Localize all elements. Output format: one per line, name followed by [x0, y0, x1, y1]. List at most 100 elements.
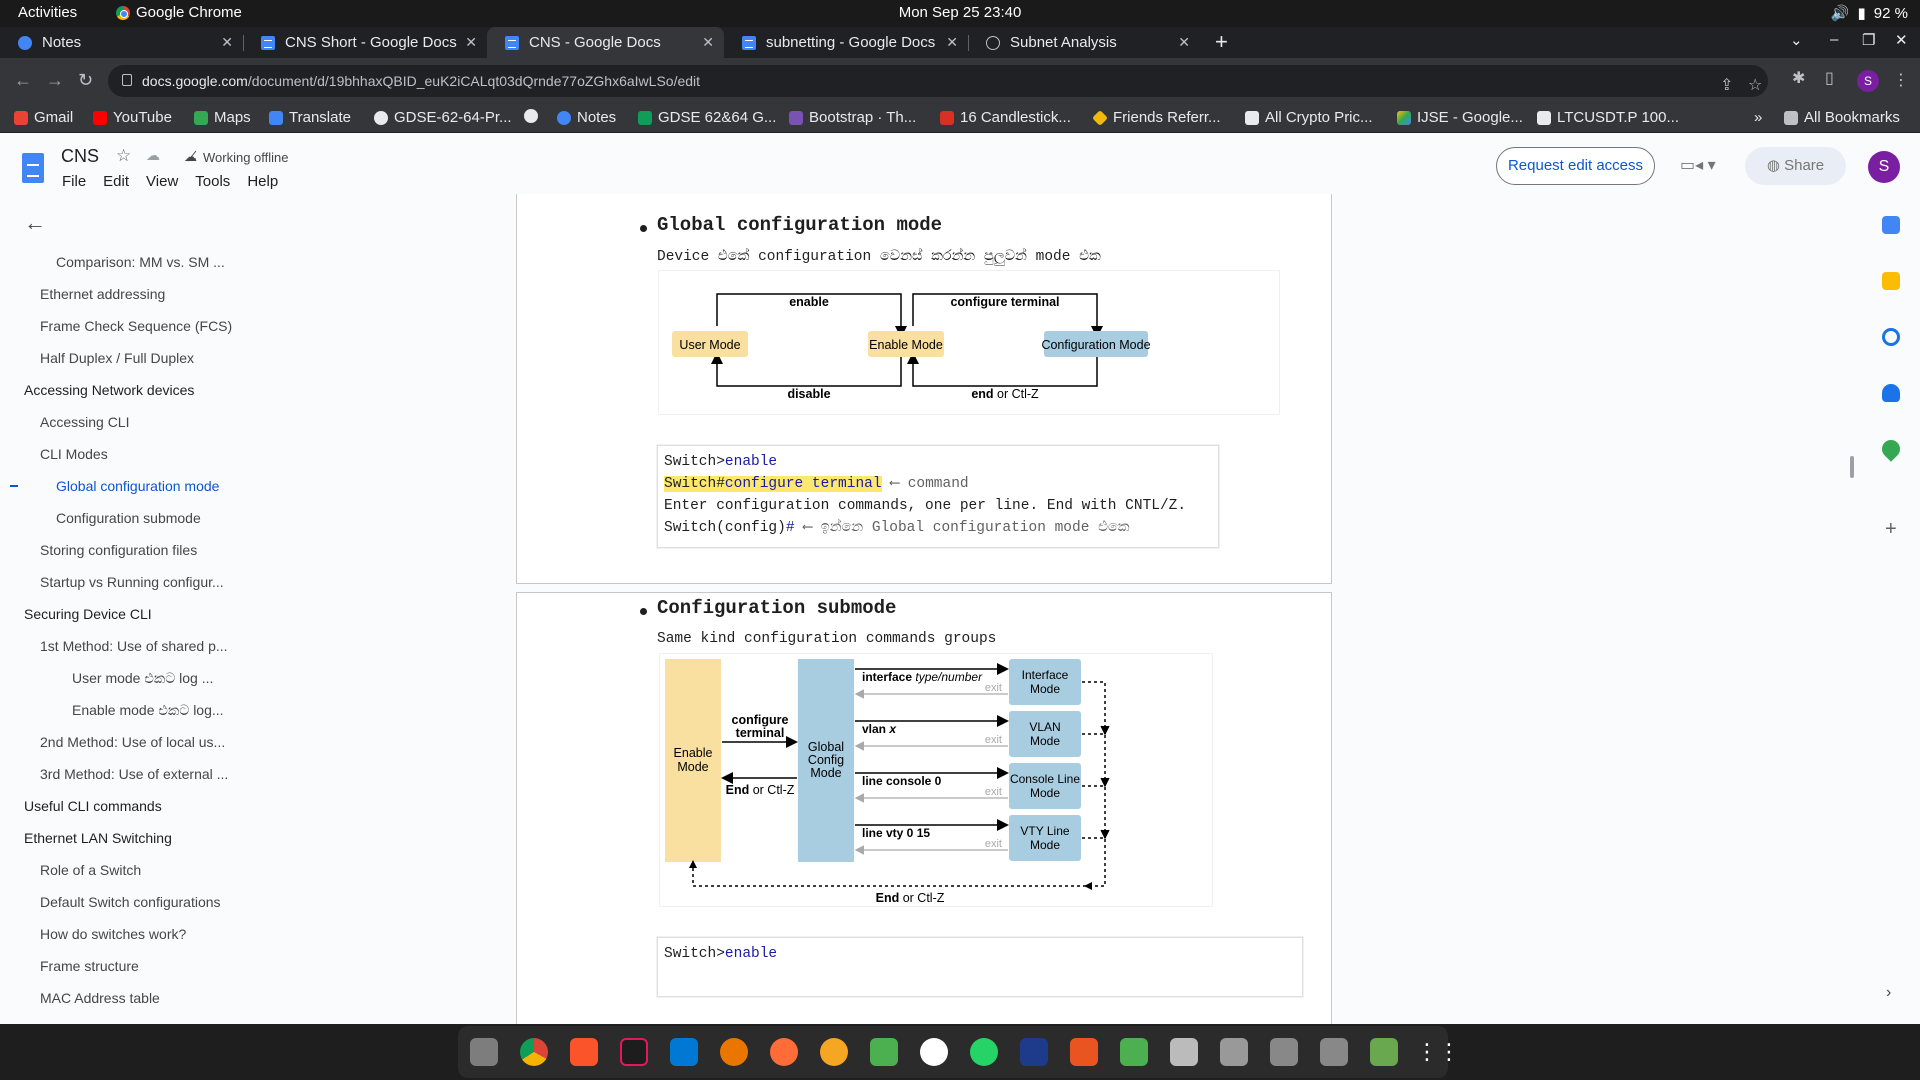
request-edit-access-button[interactable]: Request edit access [1496, 147, 1655, 185]
tab-subnet-analysis[interactable]: Subnet Analysis ✕ [968, 27, 1200, 58]
close-icon[interactable]: ✕ [1178, 34, 1190, 50]
bookmark-ijse[interactable]: IJSE - Google... [1397, 109, 1523, 126]
app-icon[interactable] [1120, 1038, 1148, 1066]
outline-item[interactable]: Startup vs Running configur... [40, 574, 224, 590]
drive-mount-icon[interactable] [1220, 1038, 1248, 1066]
bookmark-maps[interactable]: Maps [194, 109, 251, 126]
bookmark-youtube[interactable]: YouTube [93, 109, 172, 126]
tab-subnetting[interactable]: subnetting - Google Docs ✕ [724, 27, 968, 58]
close-icon[interactable]: ✕ [221, 34, 233, 50]
outline-item[interactable]: CLI Modes [40, 446, 108, 462]
docs-logo-icon[interactable] [22, 153, 44, 183]
outline-item[interactable]: How do switches work? [40, 926, 187, 942]
bookmark-gdse-pr[interactable]: GDSE-62-64-Pr... [374, 109, 512, 126]
maps-icon[interactable] [1878, 436, 1904, 462]
offline-status[interactable]: ☁̸ Working offline [184, 149, 289, 165]
outline-item[interactable]: 2nd Method: Use of local us... [40, 734, 226, 750]
expand-panel-icon[interactable]: › [1886, 984, 1892, 1001]
share-page-icon[interactable]: ⇪ [1720, 77, 1734, 94]
tasks-icon[interactable] [1882, 328, 1900, 346]
star-icon[interactable]: ☆ [116, 146, 132, 165]
outline-item[interactable]: Storing configuration files [40, 542, 198, 558]
ssd-icon[interactable] [1320, 1038, 1348, 1066]
outline-item[interactable]: Frame structure [40, 958, 139, 974]
outline-item[interactable]: Global configuration mode [56, 478, 220, 494]
back-button[interactable]: ← [14, 70, 32, 90]
maximize-button[interactable]: ❐ [1862, 32, 1876, 49]
scrollbar-thumb[interactable] [1850, 456, 1854, 478]
document-title[interactable]: CNS [61, 146, 100, 166]
outline-item[interactable]: MAC Address table [40, 990, 160, 1006]
bookmark-unnamed[interactable] [524, 109, 538, 123]
whatsapp-icon[interactable] [970, 1038, 998, 1066]
drive-mount-icon[interactable] [1170, 1038, 1198, 1066]
outline-item[interactable]: 3rd Method: Use of external ... [40, 766, 229, 782]
slack-icon[interactable] [920, 1038, 948, 1066]
outline-item[interactable]: Frame Check Sequence (FCS) [40, 318, 233, 334]
app-grid-icon[interactable]: ⋮⋮ [1416, 1039, 1460, 1064]
outline-item[interactable]: 1st Method: Use of shared p... [40, 638, 228, 654]
outline-item[interactable]: Half Duplex / Full Duplex [40, 350, 195, 366]
back-arrow-icon[interactable]: ← [24, 210, 46, 235]
outline-item[interactable]: Ethernet addressing [40, 286, 166, 302]
outline-item[interactable]: Default Switch configurations [40, 894, 221, 910]
account-avatar[interactable]: S [1868, 151, 1900, 183]
tab-notes[interactable]: Notes ✕ [0, 27, 243, 58]
all-bookmarks[interactable]: All Bookmarks [1784, 109, 1900, 126]
bookmark-friends[interactable]: Friends Referr... [1092, 109, 1221, 126]
outline-item[interactable]: Role of a Switch [40, 862, 142, 878]
bookmark-gdse-g[interactable]: GDSE 62&64 G... [638, 109, 776, 126]
postman-icon[interactable] [770, 1038, 798, 1066]
activities-button[interactable]: Activities [18, 4, 78, 21]
bookmarks-overflow[interactable]: » [1754, 109, 1763, 126]
new-tab-button[interactable]: + [1215, 29, 1228, 54]
close-icon[interactable]: ✕ [465, 34, 477, 50]
bookmark-crypto[interactable]: All Crypto Pric... [1245, 109, 1373, 126]
outline-item[interactable]: Accessing Network devices [24, 382, 195, 398]
bookmark-notes[interactable]: Notes [557, 109, 616, 126]
bookmark-ltcusdt[interactable]: LTCUSDT.P 100... [1537, 109, 1679, 126]
bookmark-star-icon[interactable]: ☆ [1748, 77, 1763, 94]
calendar-icon[interactable] [1882, 216, 1900, 234]
brave-icon[interactable] [570, 1038, 598, 1066]
clock[interactable]: Mon Sep 25 23:40 [898, 4, 1022, 21]
tab-cns[interactable]: CNS - Google Docs ✕ [487, 27, 724, 58]
bookmark-candlestick[interactable]: 16 Candlestick... [940, 109, 1071, 126]
bookmark-translate[interactable]: Translate [269, 109, 351, 126]
window-close-button[interactable]: ✕ [1895, 32, 1908, 49]
contacts-icon[interactable] [1882, 384, 1900, 402]
reload-button[interactable]: ↻ [78, 70, 94, 90]
chrome-profile-avatar[interactable]: S [1857, 70, 1879, 92]
bookmark-bootstrap[interactable]: Bootstrap · Th... [789, 109, 916, 126]
address-bar[interactable]: docs.google.com/document/d/19bhhaxQBID_e… [108, 65, 1768, 97]
menu-help[interactable]: Help [247, 173, 279, 190]
app-icon[interactable] [820, 1038, 848, 1066]
outline-item[interactable]: Accessing CLI [40, 414, 130, 430]
minimize-button[interactable]: – [1830, 31, 1839, 48]
keep-icon[interactable] [1882, 272, 1900, 290]
menu-view[interactable]: View [146, 173, 179, 190]
system-tray[interactable]: 🔊 ▮ 92 % [1831, 4, 1908, 23]
forward-button[interactable]: → [46, 70, 64, 90]
menu-edit[interactable]: Edit [103, 173, 130, 190]
ssd-icon[interactable] [1270, 1038, 1298, 1066]
outline-item[interactable]: Securing Device CLI [24, 606, 152, 622]
close-icon[interactable]: ✕ [702, 34, 714, 50]
menu-tools[interactable]: Tools [195, 173, 231, 190]
software-center-icon[interactable] [1070, 1038, 1098, 1066]
files-icon[interactable] [470, 1038, 498, 1066]
trash-icon[interactable] [1370, 1038, 1398, 1066]
outline-item[interactable]: Useful CLI commands [24, 798, 162, 814]
side-panel-icon[interactable]: ▯ [1825, 70, 1834, 87]
vscode-icon[interactable] [670, 1038, 698, 1066]
outline-item[interactable]: Enable mode එකට log... [72, 702, 224, 718]
tab-search-icon[interactable]: ⌄ [1790, 32, 1803, 49]
add-addon-icon[interactable]: + [1885, 518, 1897, 540]
close-icon[interactable]: ✕ [946, 34, 958, 50]
blender-icon[interactable] [720, 1038, 748, 1066]
outline-item[interactable]: Comparison: MM vs. SM ... [56, 254, 225, 270]
share-button[interactable]: ◍ Share [1745, 147, 1846, 185]
outline-item[interactable]: Configuration submode [56, 510, 201, 526]
chrome-menu-icon[interactable]: ⋮ [1893, 72, 1909, 89]
app-icon[interactable] [870, 1038, 898, 1066]
